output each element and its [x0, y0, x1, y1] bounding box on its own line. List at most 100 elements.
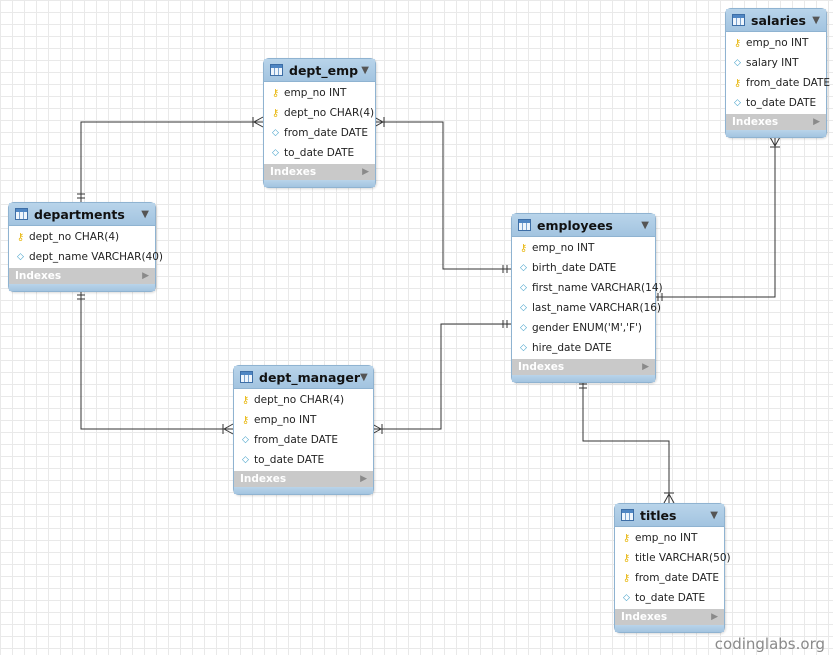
- chevron-right-icon[interactable]: ▶: [142, 271, 149, 281]
- watermark: codinglabs.org: [714, 635, 825, 653]
- indexes-bar[interactable]: Indexes▶: [264, 164, 375, 180]
- column-text: emp_no INT: [635, 532, 698, 544]
- chevron-down-icon[interactable]: ▼: [710, 509, 718, 521]
- column-row[interactable]: ◇first_name VARCHAR(14): [512, 278, 663, 298]
- table-header[interactable]: employees ▼: [512, 214, 655, 237]
- chevron-down-icon[interactable]: ▼: [641, 219, 649, 231]
- diamond-icon: ◇: [272, 128, 279, 138]
- column-text: last_name VARCHAR(16): [532, 302, 662, 314]
- column-row[interactable]: ⚷ emp_no INT: [512, 238, 655, 258]
- many-marker: [253, 116, 264, 123]
- column-row[interactable]: ⚷emp_no INT: [264, 83, 375, 103]
- many-marker: [668, 493, 675, 504]
- indexes-bar[interactable]: Indexes ▶: [615, 609, 724, 625]
- table-header[interactable]: dept_emp▼: [264, 59, 375, 82]
- column-row[interactable]: ◇dept_name VARCHAR(40): [9, 247, 163, 267]
- table-header[interactable]: salaries▼: [726, 9, 826, 32]
- many-marker: [769, 136, 776, 147]
- many-marker: [223, 423, 234, 430]
- indexes-label: Indexes: [732, 116, 779, 128]
- indexes-label: Indexes: [621, 611, 668, 623]
- many-marker: [223, 428, 234, 435]
- table-departments[interactable]: departments ▼ ⚷dept_no CHAR(4)◇dept_name V…: [8, 202, 163, 292]
- column-text: birth_date DATE: [532, 262, 617, 274]
- column-row[interactable]: ⚷dept_no CHAR(4): [264, 103, 375, 123]
- indexes-label: Indexes: [240, 473, 287, 485]
- column-row[interactable]: ◇birth_date DATE: [512, 258, 655, 278]
- column-row[interactable]: ⚷emp_no INT: [234, 410, 373, 430]
- table-footer: [264, 180, 375, 187]
- column-row[interactable]: ◇to_date DATE: [234, 450, 373, 470]
- table-header[interactable]: titles▼: [615, 504, 724, 527]
- table-footer: [512, 375, 655, 382]
- table-header[interactable]: departments ▼: [9, 203, 155, 226]
- diamond-icon: ◇: [242, 455, 249, 465]
- column-list: ⚷emp_no INT◇salary INT⚷from_date DATE◇to…: [726, 32, 830, 114]
- table-icon: [518, 219, 531, 231]
- key-icon: ⚷: [622, 532, 631, 544]
- column-row[interactable]: ◇last_name VARCHAR(16): [512, 298, 661, 318]
- table-footer: [726, 130, 826, 137]
- indexes-bar[interactable]: Indexes ▶: [234, 471, 373, 487]
- column-list: ⚷emp_no INT⚷dept_no CHAR(4) ◇ from_date DA…: [264, 82, 375, 164]
- column-row[interactable]: ⚷title VARCHAR(50): [615, 548, 731, 568]
- table-name: departments: [34, 206, 125, 222]
- indexes-bar[interactable]: Indexes ▶: [726, 114, 826, 130]
- chevron-down-icon[interactable]: ▼: [359, 371, 368, 383]
- chevron-right-icon[interactable]: ▶: [362, 167, 369, 177]
- relation-employees-dept-emp: [374, 121, 511, 270]
- diamond-icon: ◇: [520, 343, 527, 353]
- chevron-down-icon[interactable]: ▼: [812, 14, 820, 26]
- table-icon: [270, 64, 283, 76]
- table-name: employees: [537, 217, 613, 233]
- column-row[interactable]: ⚷emp_no INT: [726, 33, 826, 53]
- column-text: from_date DATE: [284, 127, 369, 139]
- indexes-bar[interactable]: Indexes▶: [512, 359, 655, 375]
- diamond-icon: ◇: [623, 593, 630, 603]
- column-row[interactable]: ⚷from_date DATE: [615, 568, 724, 588]
- chevron-down-icon[interactable]: ▼: [361, 64, 369, 76]
- column-text: dept_no CHAR(4): [254, 394, 345, 406]
- column-row[interactable]: ◇ from_date DATE: [264, 123, 375, 143]
- chevron-down-icon[interactable]: ▼: [141, 208, 149, 220]
- chevron-right-icon[interactable]: ▶: [360, 474, 367, 484]
- table-footer: [234, 487, 373, 494]
- indexes-label: Indexes: [15, 270, 62, 282]
- relation-employees-salaries: [654, 137, 776, 298]
- column-row[interactable]: ◇to_date DATE: [264, 143, 375, 163]
- table-salaries[interactable]: salaries▼⚷emp_no INT◇salary INT⚷from_dat…: [725, 8, 830, 138]
- column-row[interactable]: ◇to_date DATE: [615, 588, 724, 608]
- table-icon: [621, 509, 634, 521]
- column-row[interactable]: ◇to_date DATE: [726, 93, 826, 113]
- diamond-icon: ◇: [272, 148, 279, 158]
- table-employees[interactable]: employees▼⚷emp_no INT◇birth_date DATE◇fi…: [511, 213, 663, 383]
- table-dept-manager[interactable]: dept_manager▼⚷dept_no CHAR(4)⚷emp_no INT…: [233, 365, 374, 495]
- column-row[interactable]: ⚷from_date DATE: [726, 73, 830, 93]
- column-row[interactable]: ◇salary INT: [726, 53, 826, 73]
- chevron-right-icon[interactable]: ▶: [813, 117, 820, 127]
- key-icon: ⚷: [733, 37, 742, 49]
- key-icon: ⚷: [271, 107, 280, 119]
- table-icon: [732, 14, 745, 26]
- column-text: dept_no CHAR(4): [29, 231, 120, 243]
- column-row[interactable]: ⚷dept_no CHAR(4): [234, 390, 373, 410]
- column-row[interactable]: ⚷ emp_no INT: [615, 528, 724, 548]
- column-list: ⚷dept_no CHAR(4)◇dept_name VARCHAR(40): [9, 226, 163, 268]
- table-titles[interactable]: titles▼ ⚷ emp_no INT ⚷title VARCHAR(50)⚷fro…: [614, 503, 731, 633]
- chevron-right-icon[interactable]: ▶: [711, 612, 718, 622]
- column-row[interactable]: ⚷dept_no CHAR(4): [9, 227, 155, 247]
- diamond-icon: ◇: [17, 252, 24, 262]
- column-text: gender ENUM('M','F'): [532, 322, 642, 334]
- column-text: emp_no INT: [532, 242, 595, 254]
- indexes-bar[interactable]: Indexes ▶: [9, 268, 155, 284]
- column-row[interactable]: ◇hire_date DATE: [512, 338, 655, 358]
- table-footer: [9, 284, 155, 291]
- chevron-right-icon[interactable]: ▶: [642, 362, 649, 372]
- column-row[interactable]: ◇from_date DATE: [234, 430, 373, 450]
- key-icon: ⚷: [519, 242, 528, 254]
- table-header[interactable]: dept_manager▼: [234, 366, 373, 389]
- table-dept-emp[interactable]: dept_emp▼⚷emp_no INT⚷dept_no CHAR(4) ◇ fro…: [263, 58, 376, 188]
- column-list: ⚷emp_no INT◇birth_date DATE◇first_name V…: [512, 237, 663, 359]
- column-row[interactable]: ◇gender ENUM('M','F'): [512, 318, 655, 338]
